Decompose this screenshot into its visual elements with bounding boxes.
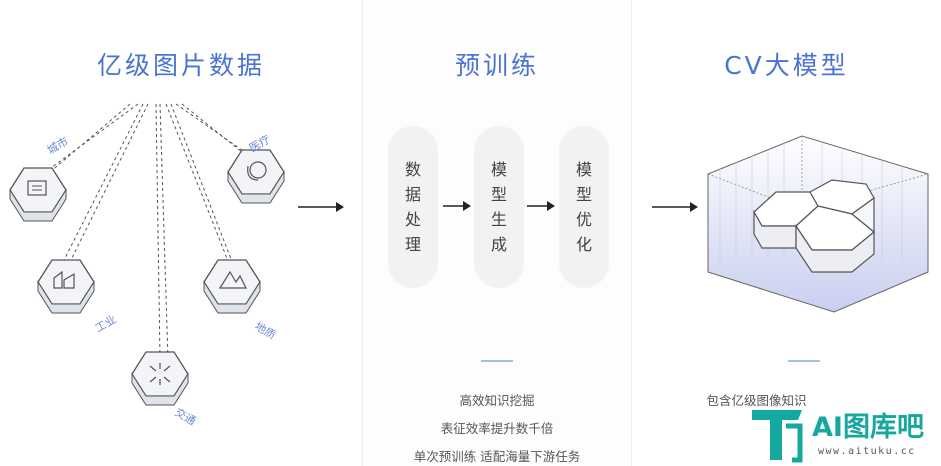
step-char: 理 <box>404 235 421 254</box>
traffic-hex-icon <box>131 351 189 406</box>
city-hex-icon <box>9 167 67 222</box>
aituku-logo-icon <box>752 410 803 463</box>
watermark-name: AI图库吧 <box>812 412 924 443</box>
data-panel-title: 亿级图片数据 <box>96 51 265 80</box>
step-model-optimization: 模 型 优 化 <box>559 126 609 288</box>
section-divider <box>788 360 820 362</box>
medical-hex-icon <box>227 149 285 204</box>
arrow-right-icon <box>652 202 698 212</box>
step-model-generation: 模 型 生 成 <box>474 126 524 288</box>
step-char: 据 <box>404 185 421 204</box>
step-char: 模 <box>575 160 592 179</box>
step-data-processing: 数 据 处 理 <box>388 126 438 288</box>
panel-divider <box>362 0 363 466</box>
step-char: 化 <box>575 235 592 254</box>
step-char: 处 <box>404 210 421 229</box>
cv-model-panel: CV大模型 <box>632 0 941 466</box>
cv-model-panel-title: CV大模型 <box>724 51 849 80</box>
pretrain-panel: 预训练 数 据 处 理 模 型 生 成 模 型 优 化 高效知识挖掘 表征效率提… <box>363 0 631 466</box>
step-char: 优 <box>575 210 592 229</box>
description-line: 高效知识挖掘 <box>459 393 535 408</box>
arrow-right-icon <box>443 201 471 211</box>
step-char: 型 <box>490 185 507 204</box>
step-char: 数 <box>404 160 421 179</box>
step-char: 型 <box>575 185 592 204</box>
description-line: 包含亿级图像知识 <box>706 393 807 408</box>
panel-divider <box>631 0 632 466</box>
industry-hex-icon <box>37 259 95 314</box>
watermark-url: www.aituku.cc <box>818 446 916 457</box>
step-char: 模 <box>490 160 507 179</box>
step-char: 成 <box>490 235 507 254</box>
pretrain-panel-title: 预训练 <box>454 51 539 80</box>
section-divider <box>481 360 513 362</box>
step-char: 生 <box>490 210 507 229</box>
geology-hex-icon <box>203 259 261 314</box>
arrow-right-icon <box>527 201 555 211</box>
description-line: 单次预训练 适配海量下游任务 <box>413 449 581 464</box>
description-line: 表征效率提升数千倍 <box>440 421 554 436</box>
arrow-right-icon <box>298 202 344 212</box>
data-panel: 亿级图片数据 <box>0 0 362 466</box>
data-sources-diagram <box>9 103 285 406</box>
cv-model-box-illustration <box>707 135 929 313</box>
